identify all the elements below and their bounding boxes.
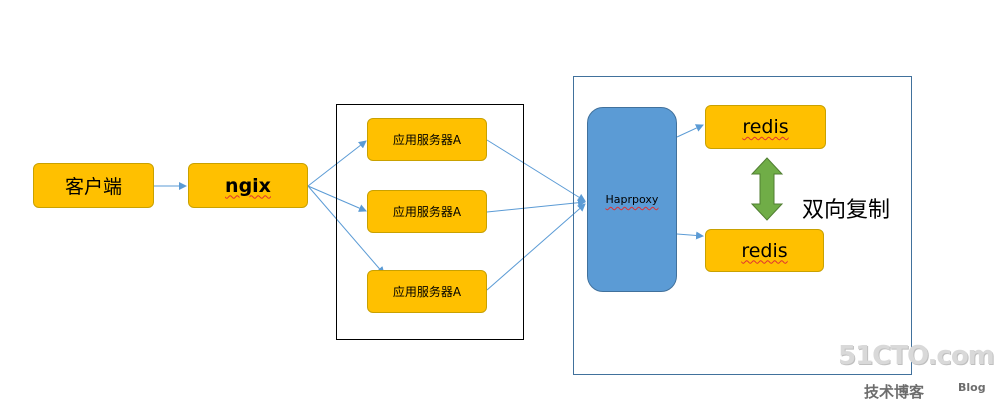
client-node: 客户端 xyxy=(33,163,154,208)
client-label: 客户端 xyxy=(64,176,122,198)
redis-node-top: redis xyxy=(705,105,826,149)
redis-label-top: redis xyxy=(742,116,789,138)
app-server-label-1: 应用服务器A xyxy=(392,133,462,147)
arrow-haproxy-to-redis-top xyxy=(676,124,704,138)
double-arrow-icon xyxy=(750,157,784,221)
redis-label-bottom: redis xyxy=(741,239,788,262)
nginx-node: ngix xyxy=(188,163,308,208)
arrow-app-3-to-haproxy xyxy=(486,203,586,291)
arrow-app-1-to-haproxy xyxy=(486,139,586,202)
arrow-app-2-to-haproxy xyxy=(486,198,586,213)
watermark-subtitle: 技术博客 xyxy=(864,383,925,401)
arrow-nginx-to-app-1 xyxy=(307,140,367,187)
app-server-node-3: 应用服务器A xyxy=(367,270,487,313)
redis-node-bottom: redis xyxy=(705,229,824,272)
haproxy-node: Haprpoxy xyxy=(587,107,677,292)
app-server-label-3: 应用服务器A xyxy=(392,285,462,299)
arrow-nginx-to-app-3 xyxy=(307,185,385,275)
nginx-label: ngix xyxy=(225,174,271,197)
app-server-node-2: 应用服务器A xyxy=(367,190,487,233)
arrow-haproxy-to-redis-bottom xyxy=(676,231,704,240)
arrow-nginx-to-app-2 xyxy=(307,185,367,212)
backend-group xyxy=(573,76,912,375)
watermark-logo: 51CTO.com xyxy=(838,341,995,371)
watermark-blog: Blog xyxy=(958,381,986,394)
replication-label: 双向复制 xyxy=(802,198,891,223)
app-server-group xyxy=(336,104,524,340)
app-server-node-1: 应用服务器A xyxy=(367,118,487,161)
app-server-label-2: 应用服务器A xyxy=(392,205,462,219)
haproxy-label: Haprpoxy xyxy=(605,193,659,206)
